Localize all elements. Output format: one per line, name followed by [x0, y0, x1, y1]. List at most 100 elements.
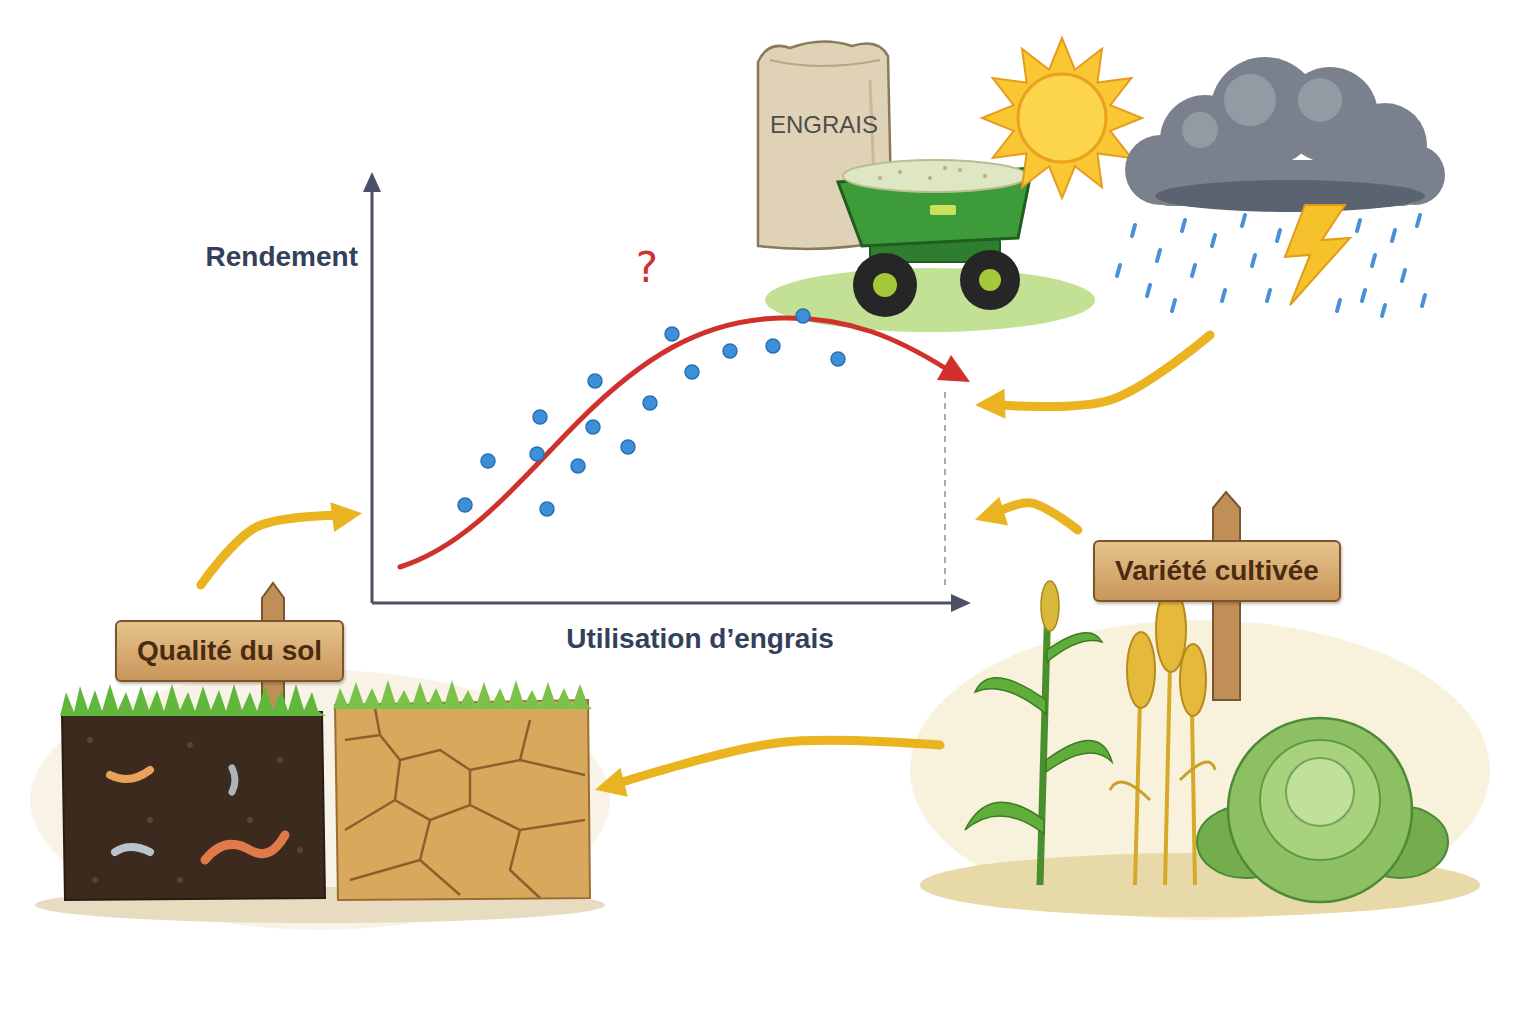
crops-part [975, 678, 1046, 714]
sun-part [1018, 74, 1106, 162]
soil-samples-part-part [87, 737, 93, 743]
chart-part [400, 318, 945, 567]
chart-part [458, 309, 845, 516]
chart-part-part [458, 498, 472, 512]
storm-cloud-part-part [1298, 78, 1342, 122]
fertilizer-bag-part [770, 60, 880, 66]
fertilizer-spreader-part-part [983, 174, 987, 178]
crops-part [1127, 632, 1155, 708]
chart-part [937, 355, 970, 382]
crops-part [1260, 740, 1380, 860]
chart-part [951, 594, 971, 612]
storm-cloud-part-part [1182, 112, 1218, 148]
sun-part [982, 38, 1142, 198]
soil-samples-part [345, 708, 585, 898]
fertilizer-spreader-part-part [958, 168, 962, 172]
arrow-line [611, 740, 940, 785]
chart-part-part [831, 352, 845, 366]
question-mark: ? [636, 243, 658, 293]
crops [920, 492, 1480, 917]
chart-part-part [533, 410, 547, 424]
soil-samples [35, 583, 605, 923]
background-wash-part [910, 620, 1490, 920]
chart-part [363, 172, 381, 192]
chart-part-part [571, 459, 585, 473]
soil-samples-part-part [177, 877, 183, 883]
chart-part [371, 188, 374, 603]
background-wash [30, 268, 1490, 930]
chart-part-part [540, 502, 554, 516]
fertilizer-spreader [838, 160, 1032, 317]
soil-quality-panel: Qualité du sol [55, 585, 595, 910]
crop-variety-panel: Variété cultivée [940, 530, 1470, 910]
fertilizer-spreader-part [873, 273, 897, 297]
soil-samples-part [62, 712, 325, 900]
sign-label: Variété cultivée [1093, 540, 1341, 602]
sign-label: Qualité du sol [115, 620, 344, 682]
crops-part [965, 802, 1044, 834]
storm-cloud-part [1182, 74, 1342, 148]
background-wash-part [765, 268, 1095, 332]
fertilizer-spreader-part-part [943, 166, 947, 170]
arrow-head [975, 497, 1008, 526]
crops-part [1180, 644, 1206, 716]
chart-part-part [796, 309, 810, 323]
soil-samples-part-part [247, 817, 253, 823]
arrow-head [595, 768, 628, 797]
fertilizer-spreader-part-part [928, 176, 932, 180]
arrow-head [975, 389, 1006, 419]
chart-part-part [766, 339, 780, 353]
influence-arrow [975, 497, 1078, 530]
chart-part-part [643, 396, 657, 410]
chart-part-part [665, 327, 679, 341]
storm-cloud-part [1155, 180, 1425, 212]
crops-part [1041, 581, 1059, 631]
yield-chart: RendementUtilisation d’engrais? [362, 170, 975, 610]
crops-part [1228, 718, 1412, 902]
bag-label: ENGRAIS [770, 111, 878, 140]
soil-samples-part [232, 768, 235, 792]
fertilizer-weather-panel: ENGRAIS [755, 40, 1455, 335]
arrow-head [330, 502, 362, 532]
crops-part [1040, 600, 1048, 885]
background-wash-part [30, 670, 610, 930]
crops-part [1047, 633, 1102, 662]
soil-samples-part [60, 684, 326, 716]
soil-samples-part-part [277, 757, 283, 763]
influence-arrow [201, 502, 362, 585]
soil-samples-part [87, 737, 303, 883]
fertilizer-spreader-part-part [898, 170, 902, 174]
fertilizer-spreader-part [930, 205, 956, 215]
chart-part-part [481, 454, 495, 468]
chart-part-part [530, 447, 544, 461]
soil-samples-part-part [297, 847, 303, 853]
storm-cloud-part [1285, 205, 1350, 305]
axis-title: Rendement [206, 240, 358, 274]
influence-arrow [975, 335, 1210, 419]
fertilizer-spreader-part [843, 160, 1027, 192]
storm-cloud-part [1117, 215, 1425, 316]
chart-part-part [621, 440, 635, 454]
axis-title: Utilisation d’engrais [566, 622, 834, 656]
fertilizer-spreader-part [979, 269, 1001, 291]
chart-part [372, 602, 955, 605]
chart-part-part [685, 365, 699, 379]
soil-samples-part [115, 847, 150, 852]
fertilizer-spreader-part-part [878, 176, 882, 180]
soil-samples-part [110, 770, 150, 779]
soil-samples-part-part [187, 742, 193, 748]
crops-part [1046, 740, 1112, 772]
soil-samples-part [205, 835, 285, 860]
chart-part [944, 392, 946, 590]
soil-samples-part [333, 680, 592, 709]
arrow-line [201, 515, 346, 585]
soil-samples-part-part [147, 817, 153, 823]
chart-part-part [723, 344, 737, 358]
fertilizer-spreader-part [853, 253, 917, 317]
influence-arrow [595, 740, 940, 797]
storm-cloud [1117, 57, 1445, 316]
chart-part-part [586, 420, 600, 434]
soil-samples-part-part [92, 877, 98, 883]
